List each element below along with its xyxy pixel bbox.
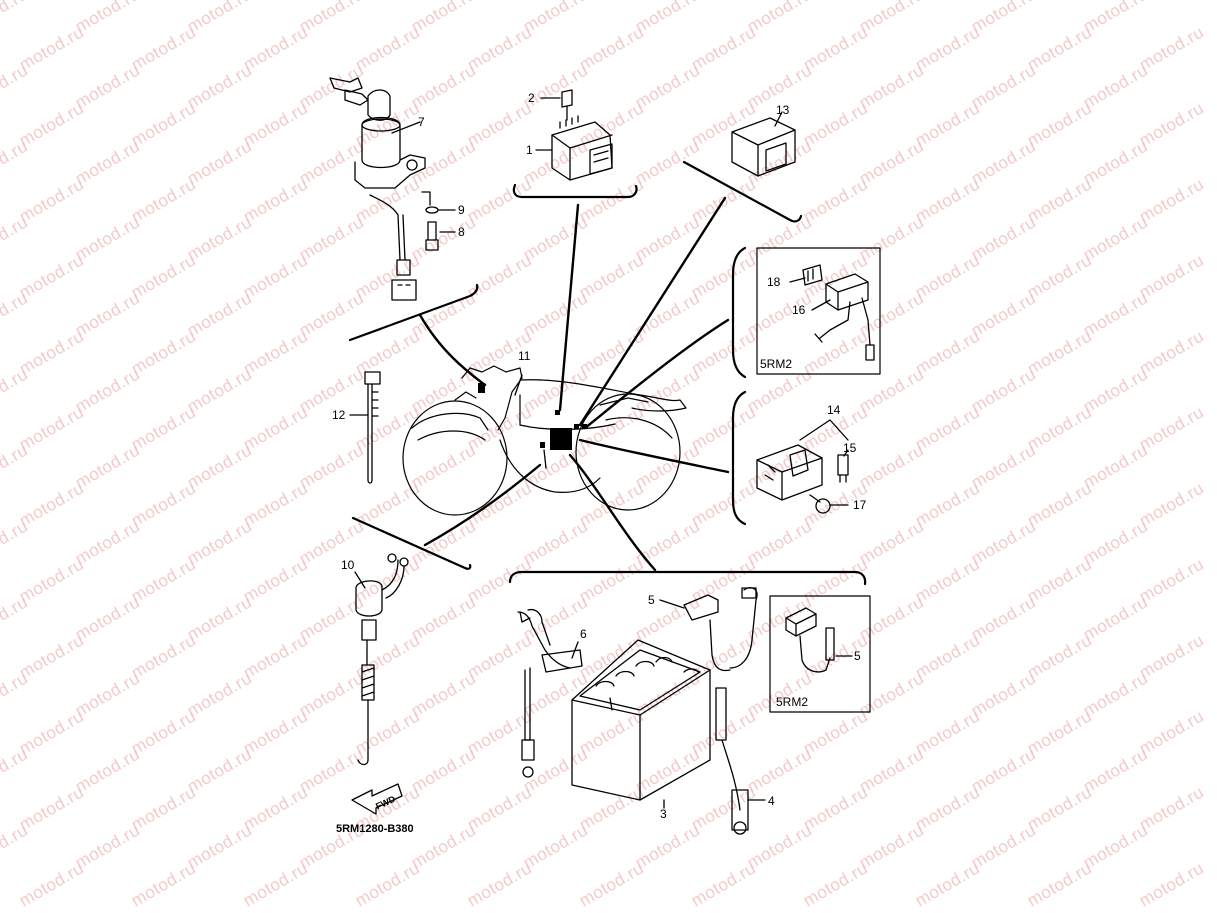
- label-11: 11: [518, 349, 531, 363]
- bike-wire: [543, 449, 547, 469]
- variant-battery: 5RM2: [776, 695, 808, 709]
- battery: [571, 639, 711, 801]
- main-switch: [329, 77, 426, 301]
- part-labels: 2 1 13 7 9 8 18 16 5RM2 11 12 14 15 17 1…: [332, 91, 867, 835]
- battery-plus-cable: [683, 586, 758, 835]
- bolt-8: [425, 221, 439, 251]
- leader-6: [571, 641, 579, 659]
- leader-11: [514, 374, 523, 396]
- label-18: 18: [767, 275, 781, 289]
- relay: [731, 117, 796, 177]
- leader-7: [391, 121, 421, 134]
- cdi-unit: [802, 264, 875, 361]
- bracket-14: [799, 419, 849, 441]
- label-7: 7: [418, 115, 425, 129]
- label-2: 2: [528, 91, 535, 105]
- label-5b: 5: [854, 649, 861, 663]
- leader-15: [843, 449, 849, 457]
- label-8: 8: [458, 225, 465, 239]
- label-10: 10: [341, 558, 355, 572]
- leader-lines: [418, 196, 730, 572]
- starter-relay: [756, 444, 849, 514]
- leader-13: [774, 111, 783, 127]
- label-16: 16: [792, 303, 806, 317]
- label-6: 6: [580, 627, 587, 641]
- group-brackets: [348, 160, 867, 586]
- leader-5a: [659, 599, 685, 609]
- label-14: 14: [827, 403, 841, 417]
- fwd-arrow: [351, 783, 403, 815]
- label-4: 4: [768, 794, 775, 808]
- label-9: 9: [458, 203, 465, 217]
- label-1: 1: [526, 143, 533, 157]
- battery-minus-cable: [517, 608, 583, 778]
- label-5a: 5: [648, 593, 655, 607]
- leader-18: [789, 277, 806, 283]
- label-15: 15: [843, 441, 857, 455]
- leader-10: [354, 571, 366, 589]
- rectifier-regulator: [551, 89, 613, 181]
- leader-16: [811, 299, 831, 311]
- fwd-label: FWD: [374, 794, 397, 812]
- label-13: 13: [776, 103, 790, 117]
- variant-box-battery: [769, 595, 871, 713]
- fuse-lead: [785, 607, 835, 673]
- label-3: 3: [660, 807, 667, 821]
- motorcycle-outline: [402, 365, 687, 516]
- variant-box-ignition: [756, 247, 881, 375]
- diagram-code: 5RM1280-B380: [336, 823, 414, 835]
- label-12: 12: [332, 408, 346, 422]
- brake-switch: [355, 553, 409, 766]
- cable-tie: [364, 371, 381, 484]
- washer-bracket: [421, 191, 431, 206]
- washer-9: [425, 206, 439, 214]
- label-17: 17: [853, 498, 867, 512]
- bike-markers: [478, 383, 587, 450]
- variant-ignition: 5RM2: [760, 357, 792, 371]
